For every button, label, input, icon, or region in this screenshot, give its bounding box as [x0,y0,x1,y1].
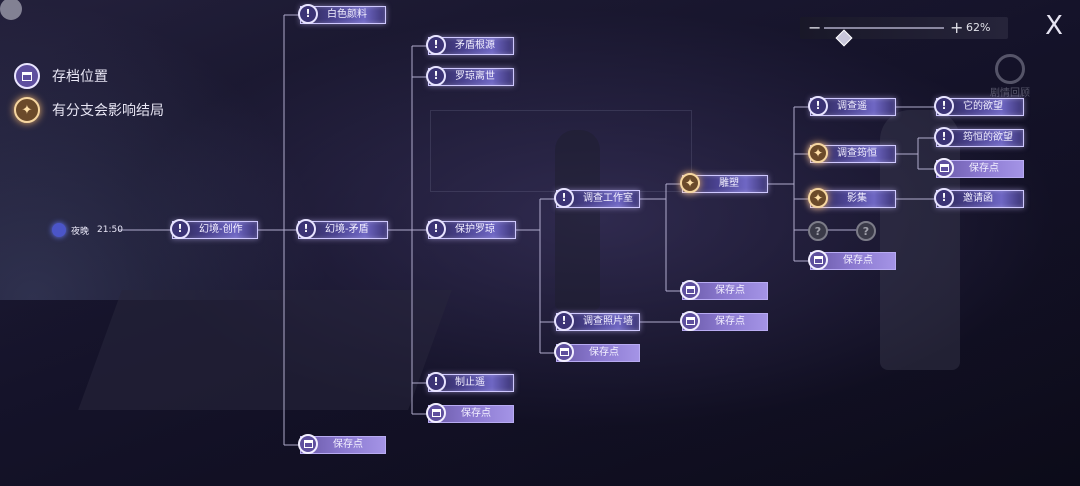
legend-save-point: 存档位置 [14,62,108,90]
save-point-icon [426,403,446,423]
close-button[interactable]: X [1045,11,1063,41]
watermark-text: 剧情回顾 [990,88,1030,99]
save-point-icon [680,280,700,300]
branch-icon: ✦ [14,97,40,123]
exclamation-icon: ! [426,219,446,239]
save-point-icon [680,311,700,331]
exclamation-icon: ! [296,219,316,239]
branch-node[interactable]: ✦雕塑 [680,173,768,193]
exclamation-icon: ! [808,96,828,116]
branch-icon: ✦ [808,188,828,208]
back-button[interactable] [0,0,22,20]
exclamation-icon: ! [426,66,446,86]
story-node[interactable]: !邀请函 [934,188,1024,208]
zoom-percent: 62% [966,21,991,34]
story-node[interactable]: !保护罗琼 [426,219,516,239]
story-node[interactable]: !制止遥 [426,372,514,392]
story-node[interactable]: !罗琼离世 [426,66,514,86]
exclamation-icon: ! [426,35,446,55]
exclamation-icon: ! [934,96,954,116]
save-point-node[interactable]: 保存点 [554,342,640,362]
branch-node[interactable]: ✦影集 [808,188,896,208]
legend-branch-label: 有分支会影响结局 [52,103,164,119]
character-silhouette-2 [555,130,600,310]
moon-icon [52,223,66,237]
save-point-icon [298,434,318,454]
exclamation-icon: ! [554,188,574,208]
watermark: 剧情回顾 [980,54,1040,104]
zoom-out-button[interactable]: − [808,18,822,37]
story-node[interactable]: !调查遥 [808,96,896,116]
story-node[interactable]: !调查工作室 [554,188,640,208]
save-point-node[interactable]: 保存点 [808,250,896,270]
save-point-node[interactable]: 保存点 [680,280,768,300]
exclamation-icon: ! [934,127,954,147]
start-time: 21:50 [97,225,123,235]
zoom-slider-track[interactable] [824,27,944,47]
save-point-icon [14,63,40,89]
start-period: 夜晚 [71,226,90,237]
save-point-node[interactable]: 保存点 [680,311,768,331]
start-time-node: 夜晚 21:50 [52,221,123,239]
legend-save-point-label: 存档位置 [52,69,108,85]
exclamation-icon: ! [298,4,318,24]
story-node[interactable]: !调查照片墙 [554,311,640,331]
exclamation-icon: ! [170,219,190,239]
attic-roof-shape [0,0,330,300]
unknown-node-icon: ? [808,221,828,241]
zoom-control: − + 62% [800,17,1008,47]
story-node[interactable]: !筠恒的欲望 [934,127,1024,147]
save-point-node[interactable]: 保存点 [934,158,1024,178]
save-point-icon [808,250,828,270]
story-node[interactable]: !幻境-矛盾 [296,219,388,239]
branch-icon: ✦ [808,143,828,163]
exclamation-icon: ! [934,188,954,208]
save-point-icon [554,342,574,362]
story-node[interactable]: !幻境-创作 [170,219,258,239]
save-point-node[interactable]: 保存点 [426,403,514,423]
story-node[interactable]: !矛盾根源 [426,35,514,55]
save-point-node[interactable]: 保存点 [298,434,386,454]
branch-icon: ✦ [680,173,700,193]
watermark-logo-icon [995,54,1025,84]
story-node[interactable]: !它的欲望 [934,96,1024,116]
zoom-in-button[interactable]: + [950,18,964,37]
exclamation-icon: ! [554,311,574,331]
story-node[interactable]: !白色颜料 [298,4,386,24]
exclamation-icon: ! [426,372,446,392]
legend-branch: ✦ 有分支会影响结局 [14,96,164,124]
save-point-icon [934,158,954,178]
unknown-node-icon: ? [856,221,876,241]
branch-node[interactable]: ✦调查筠恒 [808,143,896,163]
